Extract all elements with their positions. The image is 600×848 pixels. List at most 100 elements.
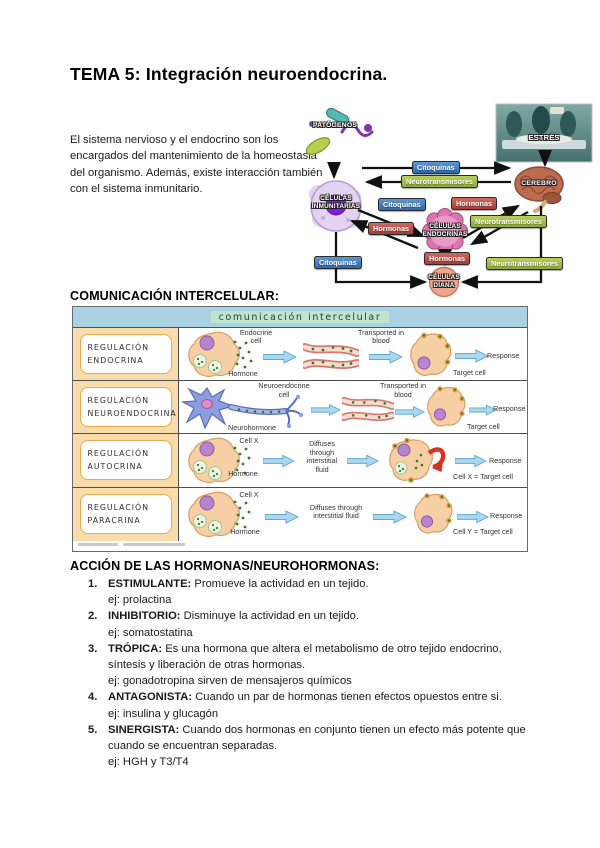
item-desc: Disminuye la actividad en un tejido. xyxy=(183,610,359,623)
brain-label: CEREBRO xyxy=(521,180,557,187)
item-desc: Cuando un par de hormonas tienen efectos… xyxy=(195,691,502,704)
item-number: 3. xyxy=(88,642,98,655)
target-cell-graphic xyxy=(414,492,453,534)
response-label: Response xyxy=(493,404,526,414)
target-label: Cell Y = Target cell xyxy=(453,526,513,536)
source-cell-label: Endocrine cell xyxy=(239,328,273,346)
row-art: Endocrine cell Hormone Transported in bl… xyxy=(179,328,527,381)
section-heading-comunicacion: COMUNICACIÓN INTERCELULAR: xyxy=(70,289,279,303)
stress-photo xyxy=(495,103,593,163)
row-label-text: REGULACIÓN AUTOCRINA xyxy=(87,448,150,472)
flow-arrow-icon xyxy=(311,404,341,417)
row-label-box: REGULACIÓN AUTOCRINA xyxy=(79,440,172,481)
transport-label: Transported in blood xyxy=(379,381,427,399)
list-item-antagonista: 4. ANTAGONISTA: Cuando un par de hormona… xyxy=(88,689,540,721)
cell-x-graphic xyxy=(188,491,251,537)
pathogens-graphic xyxy=(305,107,374,155)
row-label-box: REGULACIÓN PARACRINA xyxy=(79,494,172,535)
pathogens-label: PATÓGENOS xyxy=(312,122,358,129)
transport-label: Transported in blood xyxy=(357,328,405,346)
hormonas-pill: Hormonas xyxy=(424,252,471,266)
section-heading-accion: ACCIÓN DE LAS HORMONAS/NEUROHORMONAS: xyxy=(70,559,380,573)
hormone-action-list: 1. ESTIMULANTE: Promueve la actividad en… xyxy=(88,576,540,770)
immune-cells-label: CÉLULAS INMUNITARIAS xyxy=(311,195,361,210)
item-example: ej: prolactina xyxy=(108,594,172,607)
figure-credit xyxy=(78,543,190,549)
figure-row-autocrina: REGULACIÓN AUTOCRINA Cell X Hormone Diff… xyxy=(73,434,527,488)
flow-arrow-icon xyxy=(347,454,379,468)
row-label-cell: REGULACIÓN PARACRINA xyxy=(73,487,179,541)
item-example: ej: HGH y T3/T4 xyxy=(108,756,189,769)
item-desc: Promueve la actividad en un tejido. xyxy=(194,578,369,590)
figure-row-paracrina: REGULACIÓN PARACRINA Cell X Hormone Diff… xyxy=(73,487,527,541)
response-label: Response xyxy=(487,351,520,360)
citoquinas-pill: Citoquinas xyxy=(314,256,362,270)
transport-label: Diffuses through interstitial fluid xyxy=(309,502,363,520)
neurotransmisores-pill: Neurotransmisores xyxy=(401,175,478,189)
row-label-cell: REGULACIÓN NEUROENDOCRINA xyxy=(73,381,179,434)
row-label-box: REGULACIÓN NEUROENDOCRINA xyxy=(79,387,176,428)
endocrine-cells-graphic xyxy=(422,208,468,254)
endocrine-cell-graphic xyxy=(188,331,253,378)
source-cell-label: Cell X xyxy=(239,489,259,499)
item-number: 4. xyxy=(88,691,98,704)
target-label: Cell X = Target cell xyxy=(453,472,513,482)
citoquinas-pill: Citoquinas xyxy=(412,161,460,175)
source-cell-label: Cell X xyxy=(239,436,259,446)
row-art: Neuroendocrine cell Neurohormone Transpo… xyxy=(179,381,527,434)
flow-arrow-icon xyxy=(455,349,489,363)
neuron-graphic xyxy=(181,387,304,430)
flow-arrow-icon xyxy=(369,350,403,364)
transport-label: Diffuses through interstitial fluid xyxy=(306,439,338,474)
row-label-text: REGULACIÓN PARACRINA xyxy=(87,502,150,526)
response-label: Response xyxy=(489,456,522,466)
item-term: ANTAGONISTA: xyxy=(108,691,193,704)
intercellular-figure: comunicación intercelular REGULACIÓN END… xyxy=(72,306,528,552)
row-label-cell: REGULACIÓN ENDOCRINA xyxy=(73,328,179,381)
row-label-text: REGULACIÓN ENDOCRINA xyxy=(87,342,150,366)
flow-arrow-icon xyxy=(265,509,299,524)
item-desc: Cuando dos hormonas en conjunto tienen u… xyxy=(108,723,526,753)
target-cell-graphic xyxy=(410,332,452,376)
neuroimmune-diagram-graphic xyxy=(305,103,593,298)
cell-x-graphic xyxy=(188,438,251,484)
flow-arrow-icon xyxy=(373,509,407,524)
row-label-text: REGULACIÓN NEUROENDOCRINA xyxy=(87,395,177,419)
flow-arrow-icon xyxy=(263,454,295,468)
messenger-label: Hormone xyxy=(228,369,258,378)
flow-arrow-icon xyxy=(395,406,425,419)
figure-row-endocrina: REGULACIÓN ENDOCRINA Endocrine cell Horm… xyxy=(73,328,527,382)
item-term: TRÓPICA: xyxy=(108,642,163,655)
hormonas-pill: Hormonas xyxy=(368,222,415,236)
list-item-sinergista: 5. SINERGISTA: Cuando dos hormonas en co… xyxy=(88,722,540,771)
item-term: INHIBITORIO: xyxy=(108,610,181,623)
messenger-label: Hormone xyxy=(230,526,260,536)
list-item-estimulante: 1. ESTIMULANTE: Promueve la actividad en… xyxy=(88,576,540,608)
row-art: Cell X Hormone Diffuses through intersti… xyxy=(179,434,527,487)
stress-label: ESTRÉS xyxy=(528,133,560,142)
item-number: 1. xyxy=(88,578,98,590)
item-term: SINERGISTA: xyxy=(108,723,180,736)
list-item-inhibitorio: 2. INHIBITORIO: Disminuye la actividad e… xyxy=(88,608,540,640)
autocrine-cell-graphic xyxy=(389,438,446,484)
row-label-box: REGULACIÓN ENDOCRINA xyxy=(79,334,172,375)
item-example: ej: gonadotropina sirven de mensajeros q… xyxy=(108,675,352,688)
flow-arrow-icon xyxy=(455,454,487,468)
item-desc: Es una hormona que altera el metabolismo… xyxy=(108,642,502,672)
blood-vessel-graphic xyxy=(303,343,359,369)
target-cell-graphic xyxy=(427,386,466,427)
target-cells-graphic xyxy=(428,266,460,298)
brain-graphic xyxy=(514,166,564,213)
item-example: ej: insulina y glucagón xyxy=(108,707,219,720)
messenger-label: Hormone xyxy=(228,469,258,479)
figure-row-neuroendocrina: REGULACIÓN NEUROENDOCRINA Neuroendocrine… xyxy=(73,381,527,435)
immune-cells-graphic xyxy=(309,180,362,232)
list-item-tropica: 3. TRÓPICA: Es una hormona que altera el… xyxy=(88,641,540,690)
flow-arrow-icon xyxy=(263,350,297,364)
flow-arrow-icon xyxy=(457,510,489,523)
page-title: TEMA 5: Integración neuroendocrina. xyxy=(70,64,388,84)
citoquinas-pill: Citoquinas xyxy=(378,198,426,212)
row-label-cell: REGULACIÓN AUTOCRINA xyxy=(73,434,179,487)
figure-title: comunicación intercelular xyxy=(210,311,390,323)
